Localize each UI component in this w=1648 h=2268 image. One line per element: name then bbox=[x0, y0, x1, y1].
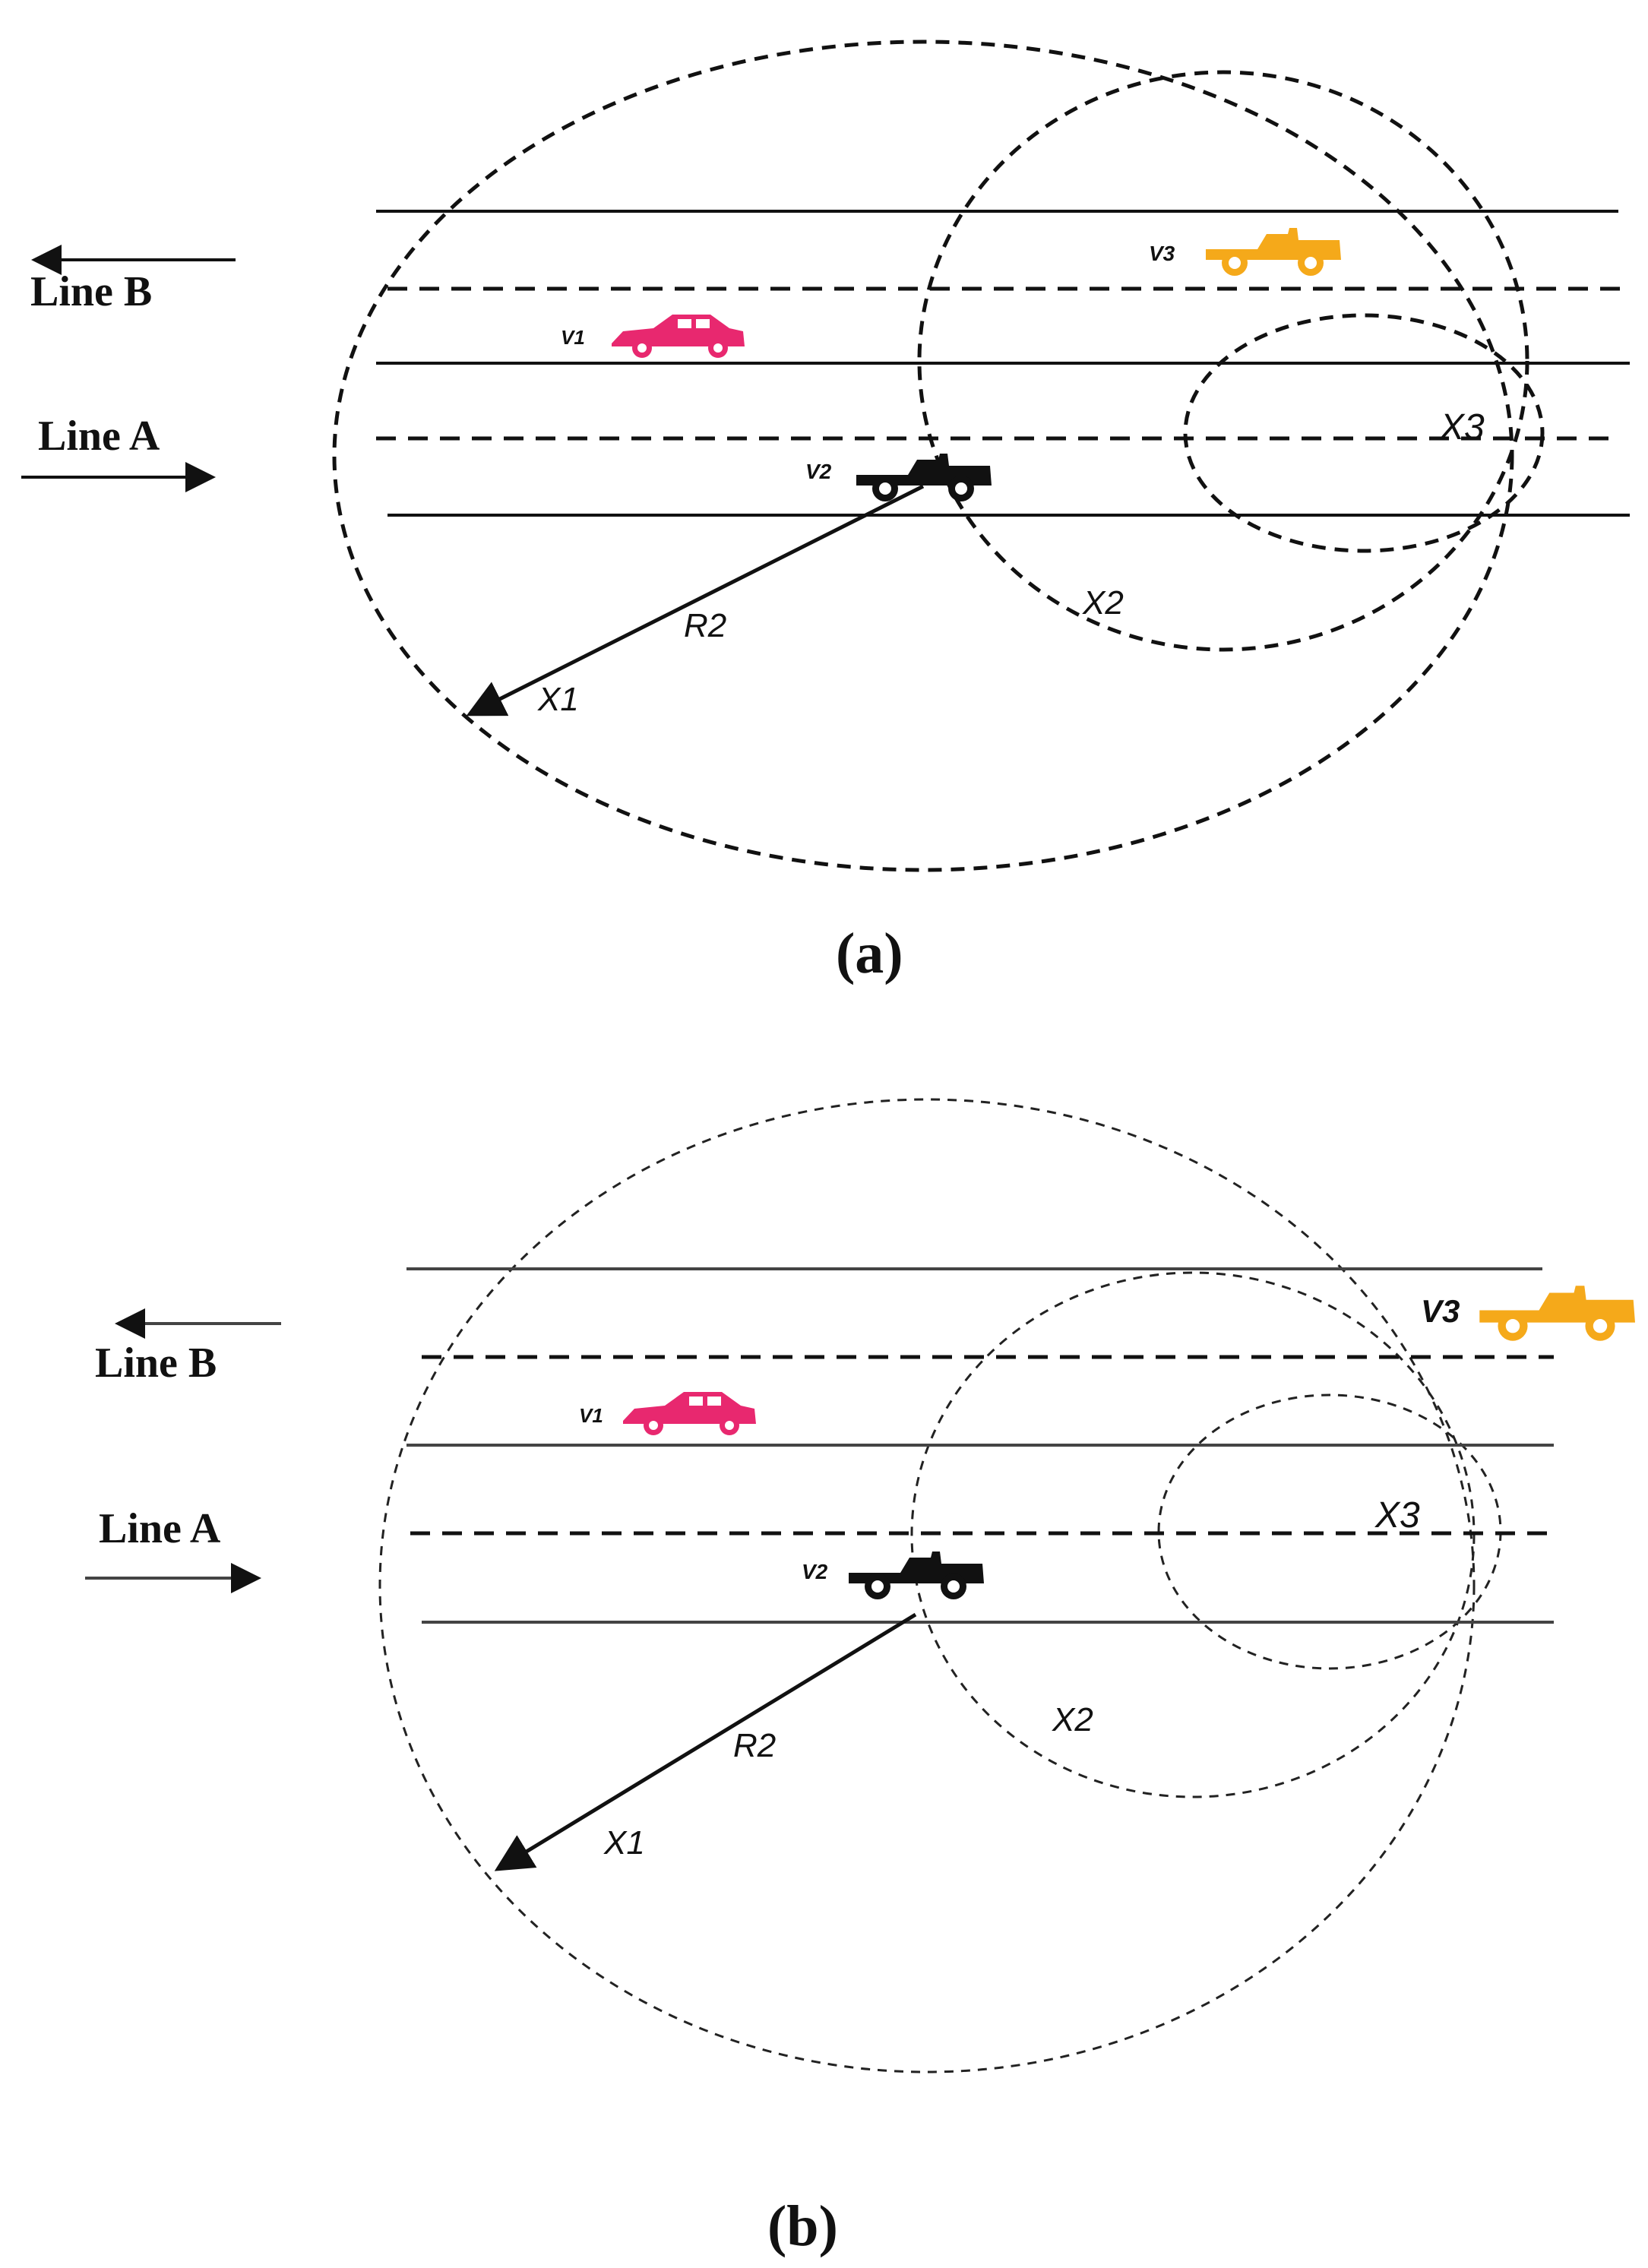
v3-label: V3 bbox=[1149, 242, 1175, 265]
x2-label: X2 bbox=[1082, 584, 1124, 622]
panel-b-caption: (b) bbox=[767, 2194, 838, 2258]
v1-car-icon bbox=[623, 1392, 756, 1435]
x2-range-ellipse bbox=[917, 70, 1529, 652]
x3-range-ellipse bbox=[1183, 313, 1545, 553]
v3-jeep-icon bbox=[1206, 228, 1341, 276]
panel-a-caption: (a) bbox=[836, 922, 903, 985]
x1-label: X1 bbox=[603, 1824, 645, 1862]
lane-a-label: Line A bbox=[99, 1505, 221, 1552]
v2-label: V2 bbox=[802, 1560, 828, 1583]
x1-label: X1 bbox=[537, 681, 579, 718]
v1-car-icon bbox=[612, 315, 745, 358]
r2-label: R2 bbox=[684, 607, 726, 644]
x3-label: X3 bbox=[1374, 1495, 1420, 1536]
lane-b-label: Line B bbox=[30, 268, 152, 315]
r2-label: R2 bbox=[733, 1727, 776, 1764]
panel-a: Line B Line A V1 V2 V3 R2 X1 X2 X3 (a) bbox=[21, 40, 1630, 985]
r2-radius-arrow bbox=[494, 1612, 917, 1871]
panel-b: Line B Line A V1 V2 V3 R2 X1 X2 X3 (b) bbox=[85, 1098, 1635, 2258]
v2-jeep-icon bbox=[849, 1552, 984, 1599]
v1-label: V1 bbox=[579, 1404, 603, 1427]
v2-label: V2 bbox=[805, 460, 832, 483]
lane-a-label: Line A bbox=[38, 413, 160, 460]
x1-range-circle bbox=[378, 1098, 1476, 2073]
v3-jeep-icon bbox=[1479, 1286, 1635, 1341]
x2-label: X2 bbox=[1052, 1701, 1093, 1738]
v1-label: V1 bbox=[561, 326, 585, 349]
x1-range-ellipse bbox=[332, 40, 1514, 872]
x3-label: X3 bbox=[1439, 407, 1485, 448]
v2-jeep-icon bbox=[856, 454, 992, 501]
lane-b-label: Line B bbox=[95, 1340, 217, 1387]
v3-label: V3 bbox=[1421, 1293, 1460, 1329]
r2-radius-arrow bbox=[466, 484, 925, 716]
